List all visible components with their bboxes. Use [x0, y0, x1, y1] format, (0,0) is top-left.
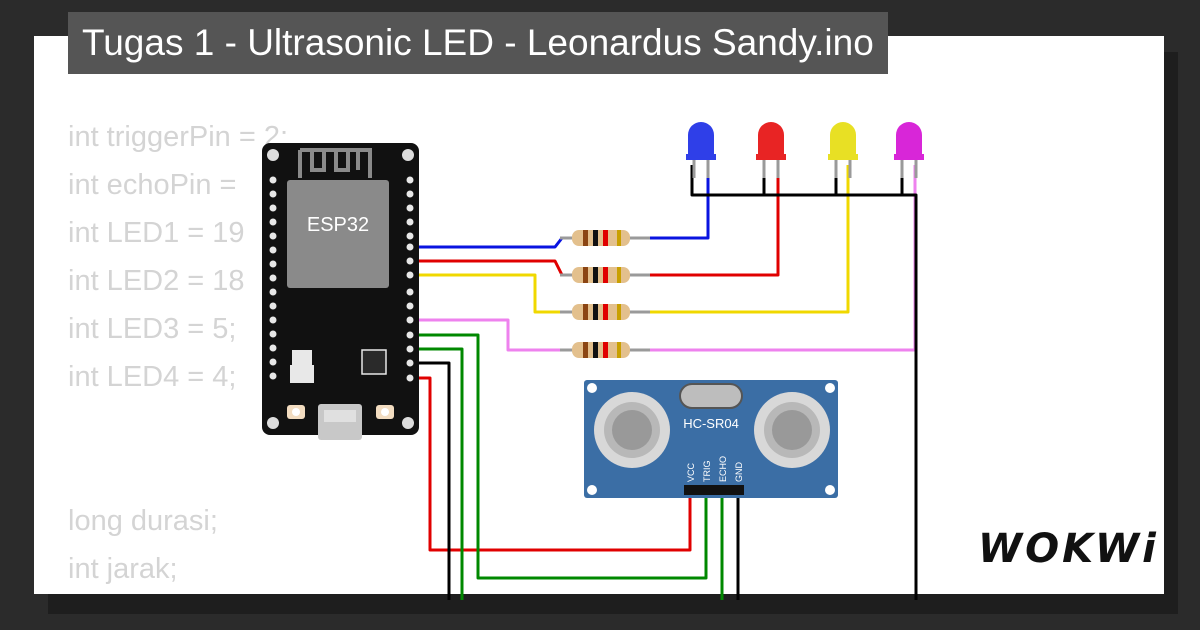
sensor-label: HC-SR04	[683, 416, 739, 431]
wire-echo	[410, 347, 464, 600]
led-red	[756, 122, 786, 178]
resistor-1	[560, 230, 650, 246]
esp32-board[interactable]: ESP32	[262, 143, 419, 440]
pin-label-trig: TRIG	[702, 461, 712, 483]
esp32-label: ESP32	[307, 214, 369, 236]
pin-label-gnd: GND	[734, 462, 744, 483]
esp32-pin-header-right	[406, 176, 414, 382]
code-line: int jarak;	[68, 553, 178, 585]
wire-vcc	[410, 376, 692, 552]
led-magenta	[894, 122, 924, 178]
resistor-2	[560, 267, 650, 283]
leds[interactable]	[686, 122, 924, 178]
wire-blue	[410, 165, 710, 249]
resistor-4	[560, 342, 650, 358]
resistors[interactable]	[560, 230, 650, 358]
wire-ground-bar	[690, 165, 918, 600]
resistor-3	[560, 304, 650, 320]
pin-label-vcc: VCC	[686, 462, 696, 482]
wokwi-logo[interactable]: WOKWi	[978, 526, 1159, 572]
code-line: int LED4 = 4;	[68, 361, 237, 393]
pin-label-echo: ECHO	[718, 456, 728, 482]
project-title: Tugas 1 - Ultrasonic LED - Leonardus San…	[68, 12, 888, 74]
wire-pink	[410, 165, 917, 352]
code-line: int echoPin =	[68, 169, 237, 201]
wire-trig	[410, 333, 708, 580]
wire-gnd	[410, 361, 451, 600]
wire-red	[410, 165, 780, 277]
led-yellow	[828, 122, 858, 178]
code-line: int LED2 = 18	[68, 265, 245, 297]
code-line: int triggerPin = 2;	[68, 121, 289, 153]
code-line: int LED1 = 19	[68, 217, 245, 249]
esp32-pin-header-left	[269, 176, 277, 380]
code-line: long durasi;	[68, 505, 218, 537]
code-line: int LED3 = 5;	[68, 313, 237, 345]
led-blue	[686, 122, 716, 178]
hc-sr04-sensor[interactable]: HC-SR04 VCC TRIG ECHO GND	[584, 380, 838, 498]
